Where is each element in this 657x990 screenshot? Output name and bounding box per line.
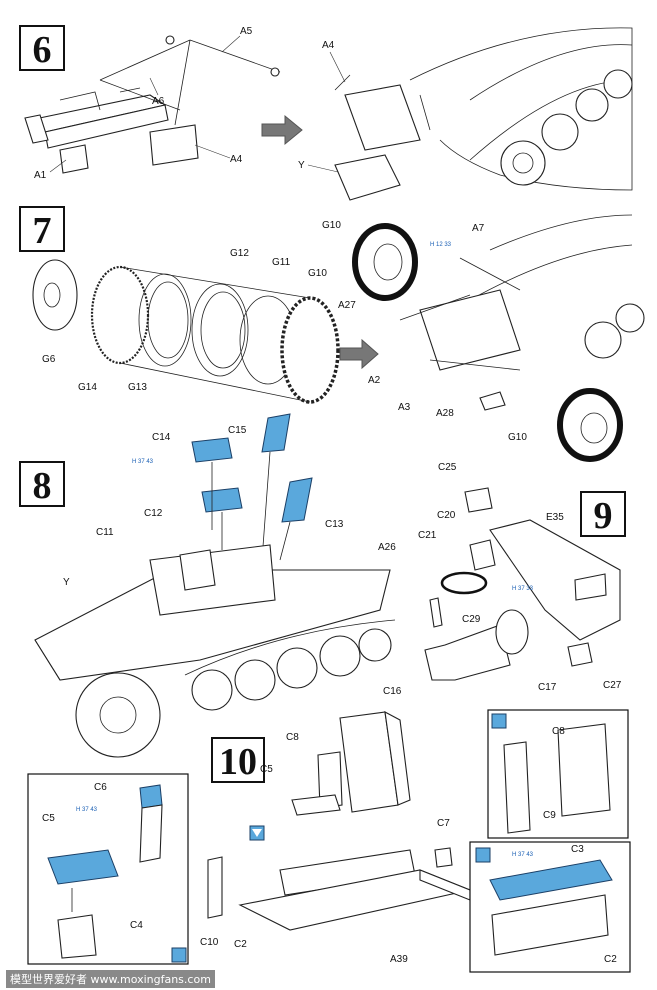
paint-ref-h37-43-c: H 37 43 <box>512 852 534 858</box>
label-c12: C12 <box>144 508 163 519</box>
front-axle-assembly-drawing <box>24 35 281 174</box>
step-6-hull-drawing <box>334 27 633 201</box>
label-c7: C7 <box>437 818 450 829</box>
inset-bench <box>469 841 631 973</box>
label-g10-right: G10 <box>508 432 527 443</box>
label-a4-mounted: A4 <box>322 40 335 51</box>
front-wheels-fit-drawing <box>352 214 645 462</box>
label-a26: A26 <box>378 542 396 553</box>
label-c17: C17 <box>538 682 557 693</box>
step-10: 10 C8 C5 C7 C10 C2 A39 <box>27 709 631 973</box>
step-10-box <box>211 737 265 783</box>
inset-seat <box>27 773 189 965</box>
step-7: 7 G6 G14 G13 G12 G11 G10 <box>19 206 645 462</box>
label-a27: A27 <box>338 300 356 311</box>
label-c2-inset: C2 <box>604 954 617 965</box>
label-a4: A4 <box>230 154 243 165</box>
label-a5: A5 <box>240 26 253 37</box>
label-g13: G13 <box>128 382 147 393</box>
label-g14: G14 <box>78 382 97 393</box>
label-c13: C13 <box>325 519 344 530</box>
step-9-number: 9 <box>594 495 613 537</box>
label-a1: A1 <box>34 170 47 181</box>
label-c15: C15 <box>228 425 247 436</box>
label-a2: A2 <box>368 375 381 386</box>
step-9-box <box>580 491 626 537</box>
label-c21: C21 <box>418 530 437 541</box>
label-c5: C5 <box>260 764 273 775</box>
label-c25: C25 <box>438 462 457 473</box>
paint-brush-icon-c <box>475 847 491 863</box>
cement-icon-symbol <box>252 829 262 837</box>
label-c6: C6 <box>94 782 107 793</box>
seat-parts-drawing <box>191 413 313 561</box>
label-y-hull: Y <box>63 577 70 588</box>
step-8: 8 C14 H 37 43 C15 C12 C13 C11 Y <box>19 413 396 758</box>
step-6: 6 A5 A6 A1 A4 <box>19 25 633 201</box>
label-a3: A3 <box>398 402 411 413</box>
step-10-number: 10 <box>219 741 257 783</box>
halftrack-hull-drawing <box>34 544 396 758</box>
label-c8: C8 <box>286 732 299 743</box>
step-8-box <box>19 461 65 507</box>
step-7-direction-arrow <box>339 338 379 370</box>
label-c11: C11 <box>96 527 114 538</box>
paint-ref-h37-33: H 37 33 <box>512 586 534 592</box>
step-6-direction-arrow <box>261 114 303 146</box>
step-7-box <box>19 206 65 252</box>
step-9: 9 C25 C20 C21 H 37 33 E35 C29 C16 C17 C2… <box>383 462 626 697</box>
label-g12: G12 <box>230 248 249 259</box>
label-g10-left: G10 <box>322 220 341 231</box>
paint-ref-h37-43-a: H 37 43 <box>132 459 154 465</box>
paint-brush-icon-a <box>171 947 187 963</box>
label-c16: C16 <box>383 686 402 697</box>
label-c8-inset: C8 <box>552 726 565 737</box>
watermark: 模型世界爱好者 www.moxingfans.com <box>6 970 215 988</box>
paint-ref-h12-33: H 12 33 <box>430 242 452 248</box>
label-e35: E35 <box>546 512 564 523</box>
label-a7: A7 <box>472 223 485 234</box>
label-c29: C29 <box>462 614 481 625</box>
label-c9: C9 <box>543 810 556 821</box>
step-7-number: 7 <box>33 210 52 252</box>
label-c2: C2 <box>234 939 247 950</box>
label-g10: G10 <box>308 268 327 279</box>
label-c4: C4 <box>130 920 143 931</box>
paint-ref-h37-43-b: H 37 43 <box>76 807 98 813</box>
label-c10: C10 <box>200 937 219 948</box>
label-c3: C3 <box>571 844 584 855</box>
step-8-number: 8 <box>33 465 52 507</box>
label-c14: C14 <box>152 432 171 443</box>
label-g11: G11 <box>272 257 291 268</box>
inset-locker <box>487 709 629 839</box>
step-6-number: 6 <box>33 29 52 71</box>
paint-brush-icon-b <box>491 713 507 729</box>
dashboard-parts-drawing <box>424 487 621 681</box>
label-y: Y <box>298 160 305 171</box>
label-a28: A28 <box>436 408 454 419</box>
step-6-box <box>19 25 65 71</box>
label-c5-inset: C5 <box>42 813 55 824</box>
label-a6: A6 <box>152 96 165 107</box>
label-g6: G6 <box>42 354 56 365</box>
wheel-exploded-drawing <box>32 259 340 404</box>
label-a39: A39 <box>390 954 408 965</box>
label-c20: C20 <box>437 510 456 521</box>
label-c27: C27 <box>603 680 622 691</box>
